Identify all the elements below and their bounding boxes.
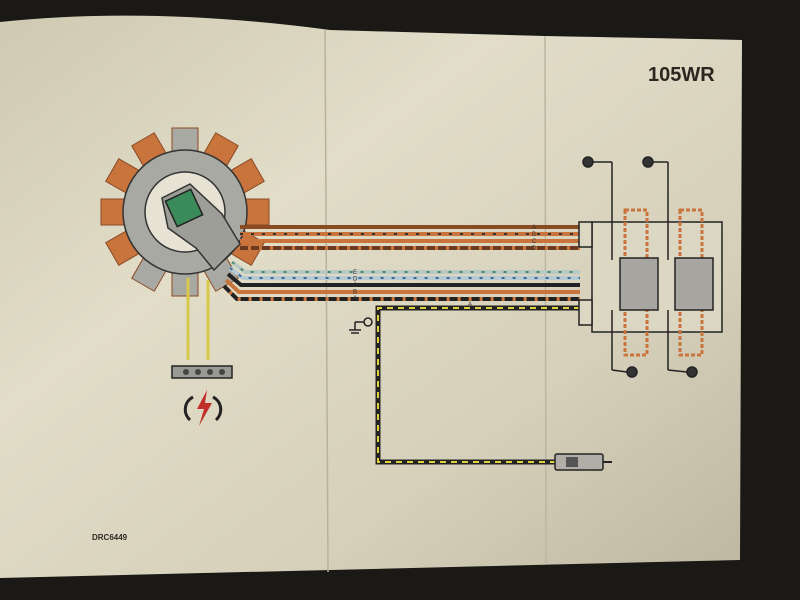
harness-wire-label: D <box>353 277 358 283</box>
spark-plug-icon <box>554 453 612 471</box>
ignition-coil-icon <box>578 156 723 378</box>
harness-wire-label: B <box>353 290 357 296</box>
harness-wire-label: D <box>532 246 537 252</box>
upper-harness <box>240 225 580 250</box>
ignition-lead-label: A <box>468 302 472 308</box>
harness-wire-label: B <box>532 232 536 238</box>
charging-spark-icon <box>183 390 223 426</box>
drawing-code: DRC6449 <box>92 533 128 542</box>
ignition-lead: A <box>375 302 580 465</box>
harness-wire-label: E <box>353 270 357 276</box>
stator-yellow-leads <box>186 278 210 360</box>
harness-wire-label: A <box>353 296 357 302</box>
terminal-block-icon <box>171 365 233 379</box>
harness-wire-label: A <box>532 225 536 231</box>
harness-wire-label: C <box>532 239 537 245</box>
model-title: 105WR <box>648 64 715 86</box>
harness-wire-label: C <box>353 283 358 289</box>
lower-harness <box>222 260 580 301</box>
trigger-module-icon <box>161 183 241 272</box>
ground-icon <box>349 317 373 334</box>
